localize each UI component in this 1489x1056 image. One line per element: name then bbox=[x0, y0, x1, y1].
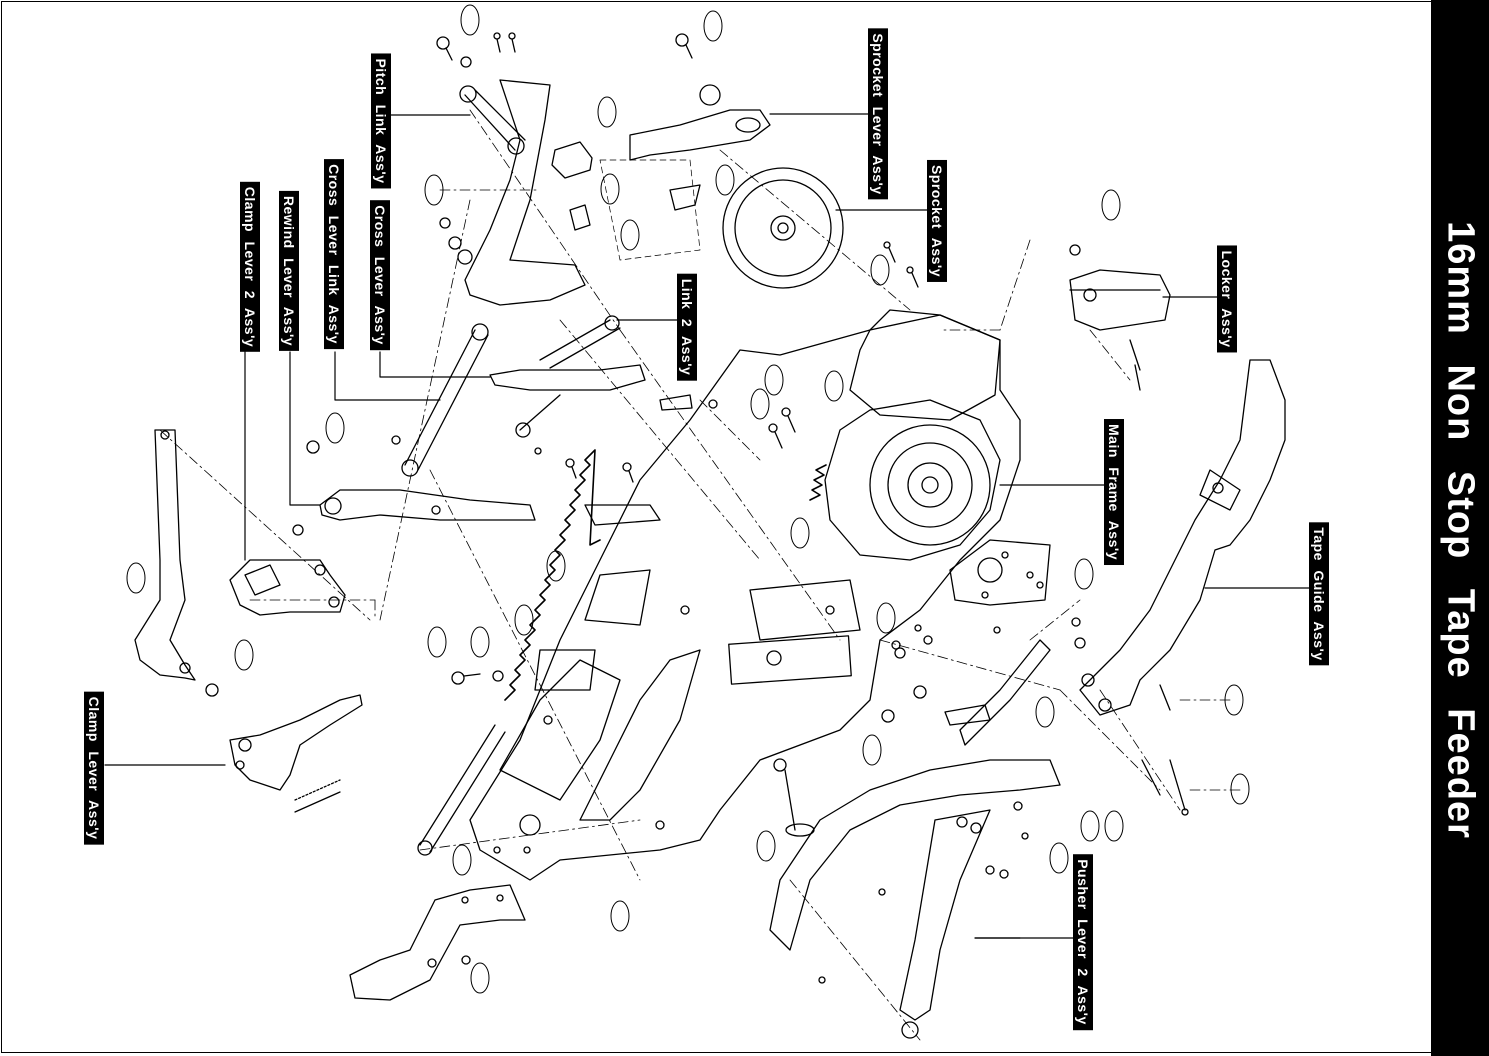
label-clamp-lever-2: Clamp Lever 2 Ass'y bbox=[240, 182, 260, 352]
label-pusher-lever-2: Pusher Lever 2 Ass'y bbox=[1073, 854, 1093, 1030]
clamp-link-part bbox=[135, 430, 218, 696]
label-locker: Locker Ass'y bbox=[1217, 245, 1237, 352]
cross-lever-part bbox=[490, 316, 692, 437]
label-pitch-link: Pitch Link Ass'y bbox=[371, 53, 391, 188]
label-cross-lever: Cross Lever Ass'y bbox=[370, 200, 390, 350]
main-frame-part bbox=[470, 310, 1020, 880]
clamp-lever-2-part bbox=[230, 560, 345, 615]
label-link-2: Link 2 Ass'y bbox=[677, 274, 697, 381]
clamp-lever-part bbox=[230, 695, 362, 812]
sprocket-gear-part bbox=[723, 168, 843, 288]
bottom-bracket-part bbox=[350, 885, 525, 1000]
label-clamp-lever: Clamp Lever Ass'y bbox=[84, 692, 104, 845]
callout-bubbles bbox=[127, 5, 1249, 993]
fastener-parts bbox=[293, 33, 1188, 983]
rewind-lever-part bbox=[307, 441, 535, 520]
label-sprocket: Sprocket Ass'y bbox=[927, 160, 947, 282]
label-cross-lever-link: Cross Lever Link Ass'y bbox=[324, 159, 344, 349]
label-tape-guide: Tape Guide Ass'y bbox=[1309, 522, 1329, 665]
sprocket-lever-part bbox=[630, 85, 770, 210]
locker-part bbox=[1070, 270, 1170, 390]
shaft-part bbox=[418, 725, 505, 855]
label-rewind-lever: Rewind Lever Ass'y bbox=[279, 191, 299, 351]
label-sprocket-lever: Sprocket Lever Ass'y bbox=[868, 28, 888, 199]
label-main-frame: Main Frame Ass'y bbox=[1104, 419, 1124, 565]
spring-parts bbox=[505, 450, 826, 700]
page-title: 16mm Non Stop Tape Feeder bbox=[1439, 221, 1482, 839]
pusher-lever-2-part bbox=[770, 759, 1060, 1038]
